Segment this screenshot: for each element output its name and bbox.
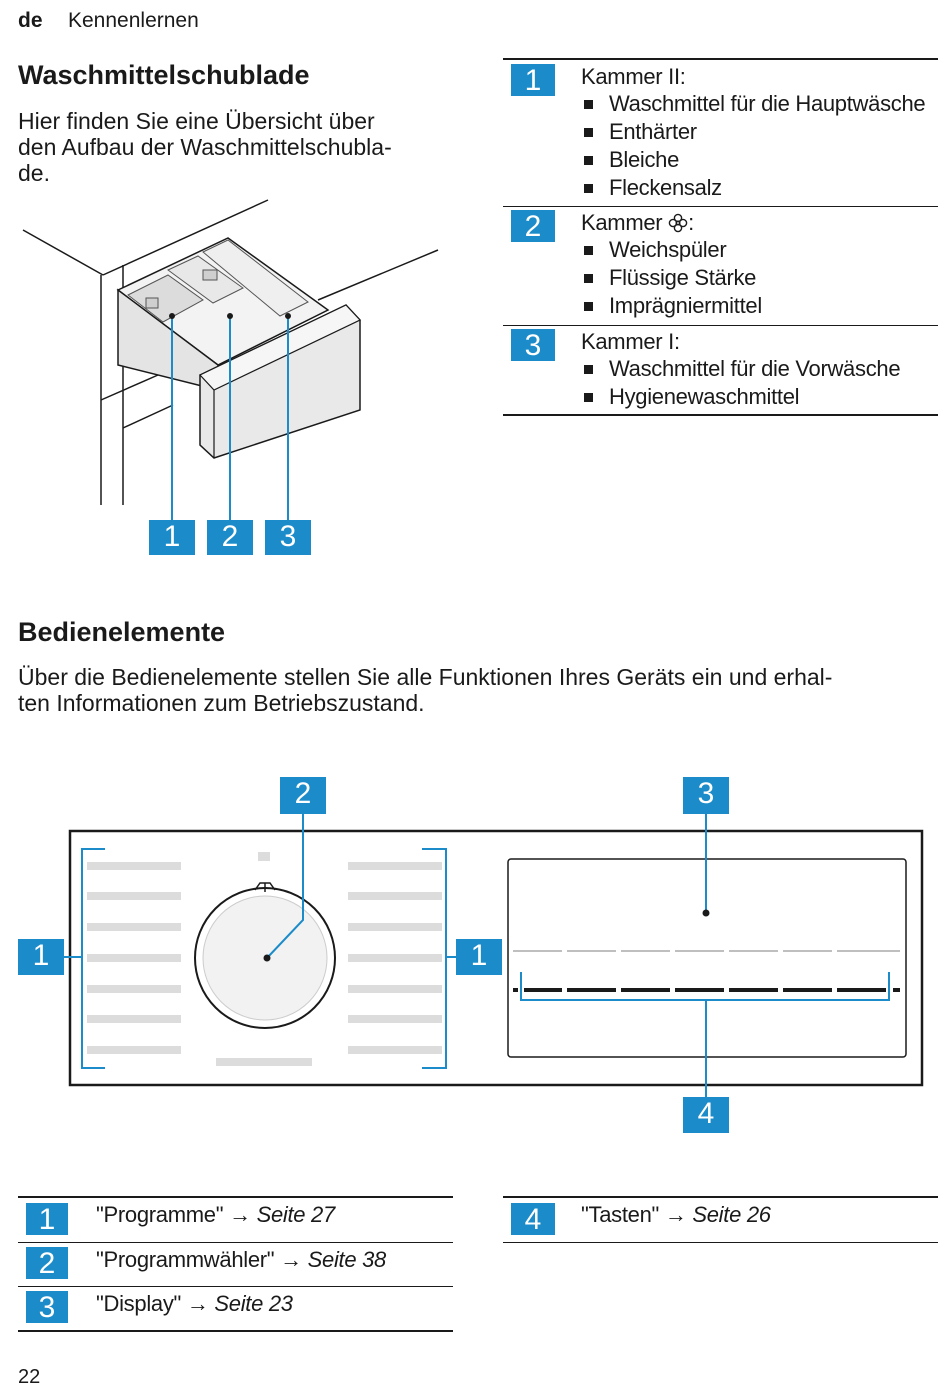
controls-legend-badge-2: 2 bbox=[26, 1247, 68, 1280]
controls-legend-text-2: "Programmwähler" → Seite 38 bbox=[96, 1247, 387, 1272]
legend-divider bbox=[18, 1242, 453, 1243]
controls-section-title: Bedienelemente bbox=[18, 617, 226, 647]
legend-divider bbox=[18, 1286, 453, 1287]
controls-legend-bottom-rule bbox=[18, 1330, 453, 1332]
page-reference-link[interactable]: Seite 26 bbox=[692, 1202, 771, 1227]
drawer-section-title: Waschmittelschublade bbox=[18, 60, 310, 90]
drawer-label-2: 2 bbox=[207, 520, 253, 555]
list-item: Waschmittel für die Vorwäsche bbox=[581, 355, 901, 383]
panel-label-left: 1 bbox=[18, 939, 64, 975]
list-item: Enthärter bbox=[581, 118, 925, 146]
controls-legend-top-rule bbox=[18, 1196, 453, 1198]
legend-badge-2: 2 bbox=[511, 210, 555, 243]
panel-label-display: 3 bbox=[683, 777, 729, 814]
panel-label-dial: 2 bbox=[280, 777, 326, 814]
controls-legend-badge-3: 3 bbox=[26, 1291, 68, 1324]
legend-list-3: Waschmittel für die Vorwäsche Hygienewas… bbox=[581, 355, 901, 411]
controls-legend-right-bottom-rule bbox=[503, 1242, 938, 1243]
list-item: Fleckensalz bbox=[581, 174, 925, 202]
legend-title-2: Kammer : bbox=[581, 210, 694, 235]
panel-label-buttons: 4 bbox=[683, 1097, 729, 1133]
legend-bottom-rule bbox=[503, 414, 938, 416]
language-code: de bbox=[18, 9, 43, 32]
legend-divider bbox=[503, 325, 938, 326]
legend-top-rule bbox=[503, 58, 938, 60]
list-item: Waschmittel für die Hauptwäsche bbox=[581, 90, 926, 118]
chapter-title: Kennenlernen bbox=[68, 9, 199, 32]
legend-divider bbox=[503, 206, 938, 207]
list-item: Bleiche bbox=[581, 146, 925, 174]
flower-icon bbox=[668, 213, 688, 233]
legend-badge-3: 3 bbox=[511, 329, 555, 362]
controls-legend-entry-4: 4 "Tasten" → Seite 26 bbox=[503, 1198, 938, 1242]
controls-legend-right-top-rule bbox=[503, 1196, 938, 1198]
controls-legend-badge-1: 1 bbox=[26, 1203, 68, 1236]
page-number: 22 bbox=[18, 1366, 41, 1388]
list-item: Flüssige Stärke bbox=[581, 264, 762, 292]
list-item: Hygienewaschmittel bbox=[581, 383, 900, 411]
controls-intro: Über die Bedienelemente stellen Sie alle… bbox=[18, 664, 833, 716]
legend-list-1: Waschmittel für die Hauptwäsche Enthärte… bbox=[581, 90, 926, 202]
page-reference-link[interactable]: Seite 23 bbox=[214, 1291, 293, 1316]
drawer-label-1: 1 bbox=[149, 520, 195, 555]
legend-title-1: Kammer II: bbox=[581, 64, 686, 89]
page-reference-link[interactable]: Seite 38 bbox=[307, 1247, 387, 1272]
controls-legend-entry-3: 3 "Display" → Seite 23 bbox=[18, 1287, 453, 1331]
controls-legend-entry-1: 1 "Programme" → Seite 27 bbox=[18, 1198, 453, 1242]
legend-badge-1: 1 bbox=[511, 64, 555, 97]
legend-list-2: Weichspüler Flüssige Stärke Imprägniermi… bbox=[581, 236, 762, 320]
controls-legend-entry-2: 2 "Programmwähler" → Seite 38 bbox=[18, 1243, 453, 1287]
list-item: Imprägniermittel bbox=[581, 292, 762, 320]
drawer-illustration bbox=[22, 199, 439, 522]
drawer-label-3: 3 bbox=[265, 520, 311, 555]
list-item: Weichspüler bbox=[581, 236, 762, 264]
controls-legend-badge-4: 4 bbox=[511, 1203, 555, 1236]
panel-label-mid: 1 bbox=[456, 939, 502, 975]
controls-legend-text-3: "Display" → Seite 23 bbox=[96, 1291, 293, 1316]
legend-title-3: Kammer I: bbox=[581, 329, 680, 354]
drawer-intro: Hier finden Sie eine Übersicht über den … bbox=[18, 108, 392, 186]
controls-legend-text-4: "Tasten" → Seite 26 bbox=[581, 1202, 771, 1227]
page-reference-link[interactable]: Seite 27 bbox=[256, 1202, 336, 1227]
controls-legend-text-1: "Programme" → Seite 27 bbox=[96, 1202, 336, 1227]
